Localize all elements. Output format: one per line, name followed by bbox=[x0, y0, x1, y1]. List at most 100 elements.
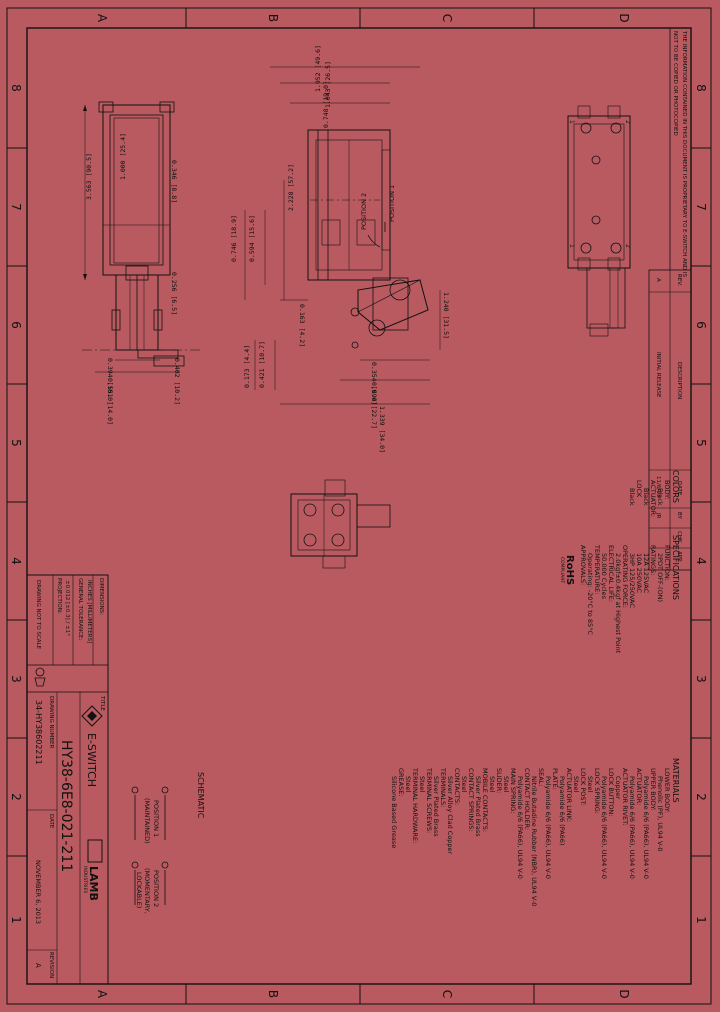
material-line: LOCK SPRING: bbox=[593, 768, 601, 814]
material-line: Steel bbox=[572, 776, 580, 793]
material-line: TERMINALS: bbox=[439, 767, 447, 807]
col-label: 2 bbox=[9, 793, 23, 801]
material-line: Polyamide 6/6 (PA66), UL94 V-0 bbox=[516, 776, 524, 879]
date-label: DATE bbox=[48, 814, 54, 829]
spec-line: Operating: -20°C to 85°C bbox=[586, 553, 594, 635]
tolerance-label: GENERAL TOLERANCE: bbox=[77, 578, 83, 641]
dim-label: 1.240 [31.5] bbox=[442, 292, 450, 339]
colors-label: LOCK bbox=[635, 480, 643, 498]
material-line: Phenolic (PF), UL94 V-0 bbox=[656, 776, 664, 852]
e-switch-logo: E-SWITCH bbox=[81, 705, 103, 787]
revision-value: A bbox=[34, 963, 42, 968]
title-block: DIMENSIONS: INCHES [MILLIMETERS] GENERAL… bbox=[26, 574, 109, 985]
material-line: Polyamide 6/6 (PA66), UL94 V-0 bbox=[544, 776, 552, 879]
tolerance-value: ±0.012 [±0.3] / ±1° bbox=[64, 580, 70, 636]
rev-header: REV. bbox=[676, 274, 682, 286]
title-label: TITLE bbox=[99, 695, 105, 711]
specifications-block: SPECIFICATIONS FUNCTION: 2PDT OFF-(ON) R… bbox=[559, 535, 680, 654]
schematic-label: (MOMENTARY, bbox=[143, 868, 151, 914]
border-column-labels-bottom: 8 7 6 5 4 3 2 1 bbox=[9, 84, 23, 924]
material-line: Steel bbox=[460, 776, 468, 793]
scale-note: DRAWING NOT TO SCALE bbox=[35, 580, 41, 650]
spec-line: TEMPERATURE: bbox=[593, 544, 601, 594]
schematic-position-1: POSITION 1 (MAINTAINED) bbox=[131, 786, 169, 844]
dim-label: 0.256 [6.5] bbox=[170, 272, 178, 315]
dim-label: 1.043 [26.5] bbox=[324, 61, 332, 108]
materials-title: MATERIALS bbox=[671, 758, 680, 803]
rev-header: BY bbox=[676, 512, 682, 519]
col-label: 2 bbox=[694, 793, 708, 801]
colors-value: Black bbox=[642, 488, 650, 506]
schematic-label: POSITION 1 bbox=[152, 800, 160, 837]
colors-title: COLORS bbox=[671, 470, 680, 503]
material-line: CONTACTS: bbox=[453, 768, 461, 805]
switch-front-view: POSITION 1 POSITION 2 1.952 [49.6] 1.043… bbox=[230, 45, 450, 453]
material-line: SLIDER: bbox=[495, 768, 503, 793]
col-label: 3 bbox=[9, 675, 23, 683]
proprietary-note: THE INFORMATION CONTAINED IN THIS DOCUME… bbox=[669, 28, 687, 277]
material-line: PLATE: bbox=[551, 768, 559, 790]
dim-label: 0.694 [22.7] bbox=[370, 382, 378, 429]
part-number: HY38-6E8-021-211 bbox=[58, 740, 74, 872]
dim-label: 3.563 [90.5] bbox=[85, 153, 93, 200]
switch-side-view: 3.563 [90.5] 1.000 [25.4] 0.346 [8.8] 0.… bbox=[80, 101, 200, 425]
material-line: Steel bbox=[586, 776, 594, 793]
note-line: THE INFORMATION CONTAINED IN THIS DOCUME… bbox=[681, 30, 687, 277]
col-label: 7 bbox=[694, 203, 708, 211]
material-line: SEAL: bbox=[537, 768, 545, 787]
drawing-number-label: DRAWING NUMBER bbox=[48, 696, 54, 749]
material-line: Polyamide 6/6 (PA66), UL94 V-0 bbox=[600, 776, 608, 879]
col-label: 5 bbox=[694, 439, 708, 447]
dim-label: 0.402 [10.2] bbox=[173, 358, 181, 405]
row-label: C bbox=[440, 990, 454, 998]
material-line: UPPER BODY: bbox=[649, 768, 657, 811]
schematic-label: LOCKABLE) bbox=[135, 872, 143, 908]
dim-label: 0.594 [15.6] bbox=[248, 215, 256, 262]
position-1-label: POSITION 1 bbox=[388, 185, 396, 222]
drawing-number: 34-HY38602211 bbox=[34, 700, 43, 765]
rev-header: DATE bbox=[676, 481, 682, 496]
material-line: Steel bbox=[502, 776, 510, 793]
rev-cell: A bbox=[655, 278, 661, 282]
spec-line: APPROVALS: bbox=[579, 545, 587, 585]
rev-header: DESCRIPTION bbox=[676, 362, 682, 399]
material-line: CONTACT HOLDER: bbox=[523, 768, 531, 830]
dim-label: 0.346 [8.8] bbox=[170, 160, 178, 203]
material-line: TERMINAL SCREWS: bbox=[425, 767, 433, 833]
rev-cell: 11/6/13 bbox=[655, 476, 661, 498]
spec-line: RATINGS: bbox=[649, 545, 657, 575]
spec-line: ELECTRICAL LIFE: bbox=[607, 545, 615, 602]
row-label: C bbox=[440, 14, 454, 22]
position-2-label: POSITION 2 bbox=[360, 193, 368, 230]
material-line: Nitrile Butadine Rubber (NBR), UL94 V-0 bbox=[530, 776, 538, 906]
material-line: LOCK POST: bbox=[579, 768, 587, 806]
material-line: Steel bbox=[488, 776, 496, 793]
lamb-logo: LAMB INDUSTRIES bbox=[82, 839, 103, 901]
material-line: Silver Alloy Clad Copper bbox=[446, 776, 454, 855]
terminal-number: 2 bbox=[624, 244, 631, 248]
projection-label: PROJECTION: bbox=[56, 578, 62, 614]
row-label: B bbox=[266, 14, 280, 22]
projection-symbol-icon bbox=[34, 667, 46, 687]
material-line: LOCK BUTTON: bbox=[607, 768, 615, 817]
dim-label: 0.421 [10.7] bbox=[258, 341, 266, 388]
date-value: NOVEMBER 6, 2013 bbox=[34, 860, 42, 924]
rev-cell: JR bbox=[655, 512, 661, 519]
dim-label: 0.394 [10.0] bbox=[106, 358, 114, 405]
col-label: 5 bbox=[9, 439, 23, 447]
rev-header: APP bbox=[676, 551, 682, 562]
schematic-title: SCHEMATIC bbox=[196, 772, 205, 819]
terminal-number: 1 bbox=[568, 120, 575, 124]
terminal-screws-plan: 2 1 2 1 bbox=[567, 105, 631, 337]
spec-line: FUNCTION: bbox=[663, 545, 671, 581]
material-line: Copper bbox=[614, 776, 622, 800]
colors-value: Black bbox=[628, 488, 636, 506]
rev-header: CHK bbox=[676, 531, 682, 543]
dim-label: 1.952 [49.6] bbox=[314, 45, 322, 92]
note-line: NOT TO BE COPIED OR PHOTOCOPIED bbox=[672, 31, 678, 136]
dim-label: 0.173 [4.4] bbox=[243, 345, 251, 388]
rohs-logo: RoHS bbox=[564, 555, 575, 585]
schematic-label: (MAINTAINED) bbox=[143, 798, 151, 844]
col-label: 8 bbox=[694, 84, 708, 92]
